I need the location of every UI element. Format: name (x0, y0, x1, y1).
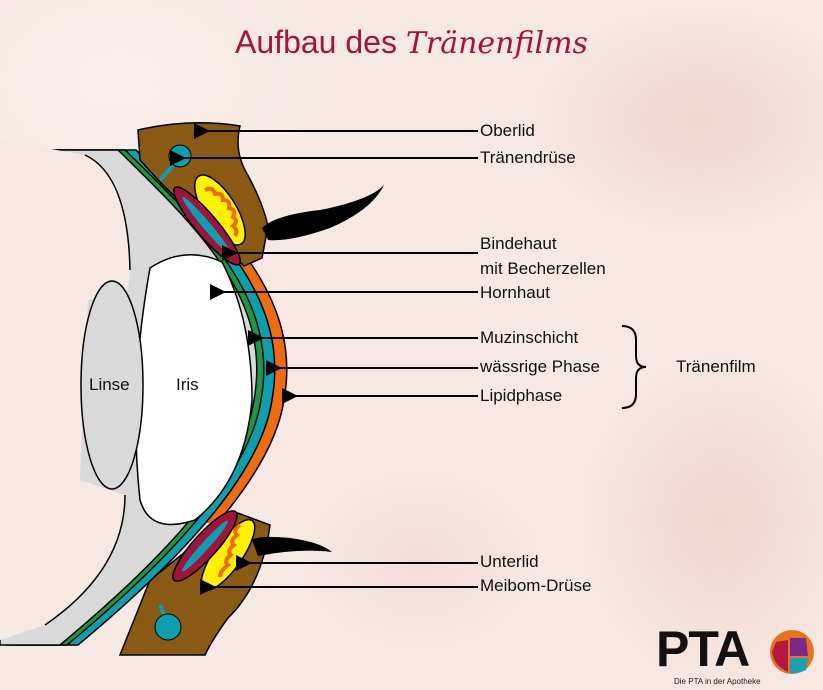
label-meibom: Meibom-Drüse (480, 576, 592, 595)
label-linse: Linse (89, 375, 130, 394)
title-part-1: Aufbau des (235, 24, 397, 60)
logo-mark (770, 630, 814, 674)
logo-text: PTA (656, 621, 750, 677)
label-traenenfilm: Tränenfilm (676, 357, 756, 376)
background-mask (0, 140, 130, 640)
label-unterlid: Unterlid (480, 552, 539, 571)
label-muzinschicht: Muzinschicht (480, 328, 579, 347)
sclera-edge (44, 154, 131, 626)
tear-film-brace (621, 325, 647, 409)
upper-tear-gland (168, 144, 192, 168)
lower-tear-gland (154, 613, 182, 641)
page-title: Aufbau des Tränenfilms (0, 22, 823, 64)
pta-logo: PTA Die PTA in der Apotheke (656, 624, 816, 690)
label-traenendruese: Tränendrüse (480, 148, 576, 167)
lens-shape (80, 280, 144, 490)
label-lipidphase: Lipidphase (480, 386, 563, 405)
upper-conjunctiva-core (182, 196, 232, 256)
label-hornhaut: Hornhaut (480, 283, 550, 302)
title-part-2: Tränenfilms (405, 26, 588, 61)
label-bindehaut-2: mit Becherzellen (480, 259, 606, 278)
upper-meibom-duct (204, 186, 239, 238)
pointer-arrows (170, 123, 478, 595)
lower-meibom-duct (218, 523, 242, 578)
logo-tagline: Die PTA in der Apotheke (674, 677, 761, 686)
label-iris: Iris (176, 375, 199, 394)
lower-eyelash (252, 536, 332, 556)
label-bindehaut-1: Bindehaut (480, 234, 557, 253)
lower-conjunctiva-core (182, 520, 228, 572)
label-waessrige-phase: wässrige Phase (480, 357, 601, 376)
label-oberlid: Oberlid (480, 121, 535, 140)
upper-eyelash (262, 185, 384, 241)
